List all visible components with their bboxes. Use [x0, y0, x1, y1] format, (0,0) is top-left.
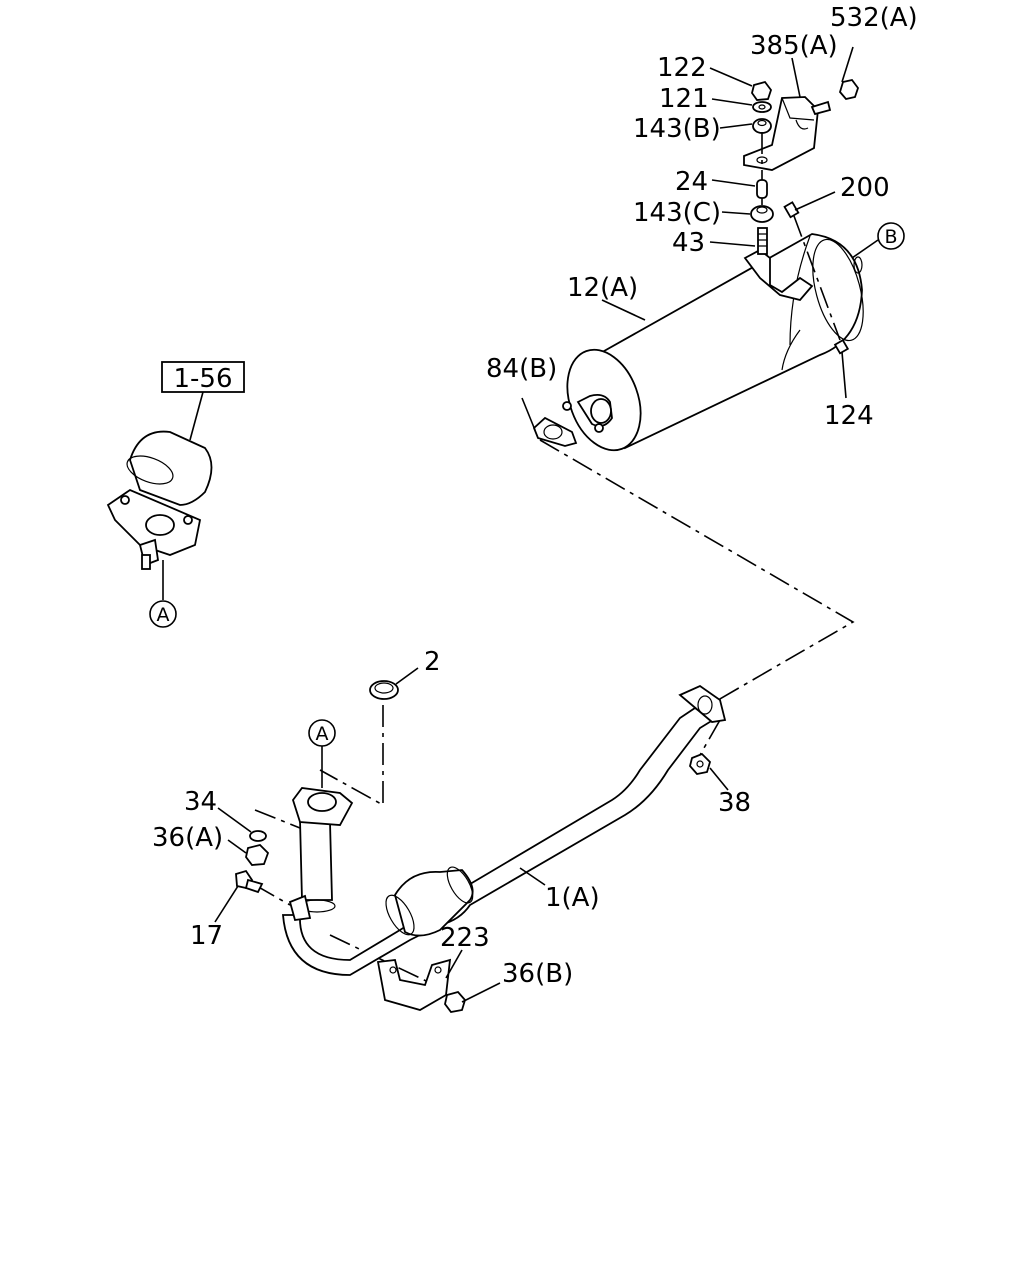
label-34: 34: [184, 787, 217, 817]
label-385a: 385(A): [750, 31, 838, 61]
label-24: 24: [675, 167, 708, 197]
label-124: 124: [824, 401, 874, 431]
label-1a: 1(A): [545, 883, 600, 913]
bolt-17: [235, 869, 264, 894]
label-143c: 143(C): [633, 198, 721, 228]
nut-38: [689, 752, 712, 775]
bracket-223: [376, 958, 452, 1011]
ref-label-1-56: 1-56: [173, 364, 232, 394]
gasket-84b: [532, 416, 578, 447]
rubber-143b: [752, 118, 772, 134]
nut-36a: [245, 844, 270, 866]
label-122: 122: [657, 53, 707, 83]
bolt-532a: [810, 78, 860, 116]
spacer-24: [756, 179, 768, 199]
label-36b: 36(B): [502, 959, 573, 989]
svg-text:A: A: [316, 723, 329, 745]
label-36a: 36(A): [152, 823, 223, 853]
muffler-12a: [562, 233, 864, 452]
label-200: 200: [840, 173, 890, 203]
washer-34: [249, 830, 267, 842]
callout-a-upper: A: [149, 600, 177, 628]
gasket-2: [369, 680, 399, 700]
label-223: 223: [440, 923, 490, 953]
label-43: 43: [672, 228, 705, 258]
label-17: 17: [190, 921, 223, 951]
nut-122: [751, 80, 773, 101]
svg-text:A: A: [157, 604, 170, 626]
bolt-43: [757, 227, 768, 255]
muffler-leaders: [521, 46, 879, 431]
washer-121: [752, 101, 772, 113]
label-121: 121: [659, 84, 709, 114]
rubber-143c: [750, 205, 774, 223]
callout-a-lower: A: [308, 719, 336, 747]
label-532a: 532(A): [830, 3, 918, 33]
clip-200: [783, 201, 800, 219]
label-12a: 12(A): [567, 273, 638, 303]
pipe-leaders: [214, 667, 729, 1003]
label-143b: 143(B): [633, 114, 721, 144]
clip-124: [833, 338, 850, 355]
svg-text:B: B: [884, 226, 897, 248]
front-pipe-1a: [282, 684, 727, 976]
label-2: 2: [424, 647, 441, 677]
converter-ref-1-56: 1-56: [106, 361, 245, 600]
label-84b: 84(B): [486, 354, 557, 384]
callout-b: B: [877, 222, 905, 250]
label-38: 38: [718, 788, 751, 818]
nut-36b: [444, 990, 467, 1013]
